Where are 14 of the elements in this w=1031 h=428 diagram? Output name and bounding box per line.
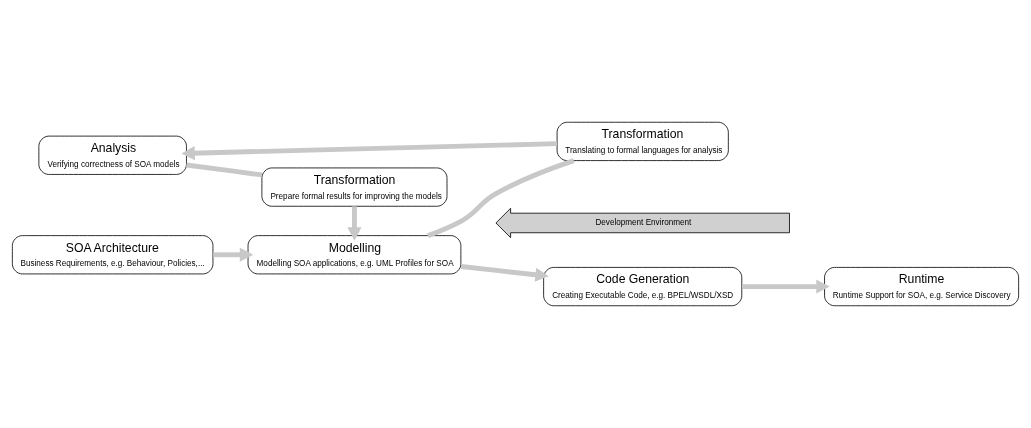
- node-box: Runtime Runtime Support for SOA, e.g. Service Discovery: [824, 267, 1020, 307]
- connector: [427, 158, 575, 238]
- node-box: SOA Architecture Business Requirements, e.g. Behaviour, Policies,...: [11, 235, 214, 275]
- node-box: Modelling Modelling SOA applications, e.g. UML Profiles for SOA: [247, 235, 462, 275]
- arrow: [460, 264, 549, 282]
- arrow: [347, 206, 362, 241]
- node-box: Transformation Prepare formal results for improving the models: [261, 167, 448, 207]
- arrow: [213, 247, 254, 262]
- node-box: Code Generation Creating Executable Code, e.g. BPEL/WSDL/XSD: [543, 267, 743, 307]
- arrow: [742, 279, 830, 294]
- arrow: [181, 141, 557, 161]
- connector: [186, 162, 263, 178]
- node-box: Transformation Translating to formal languages for analysis: [556, 121, 729, 161]
- node-box: Analysis Verifying correctness of SOA models: [38, 135, 187, 175]
